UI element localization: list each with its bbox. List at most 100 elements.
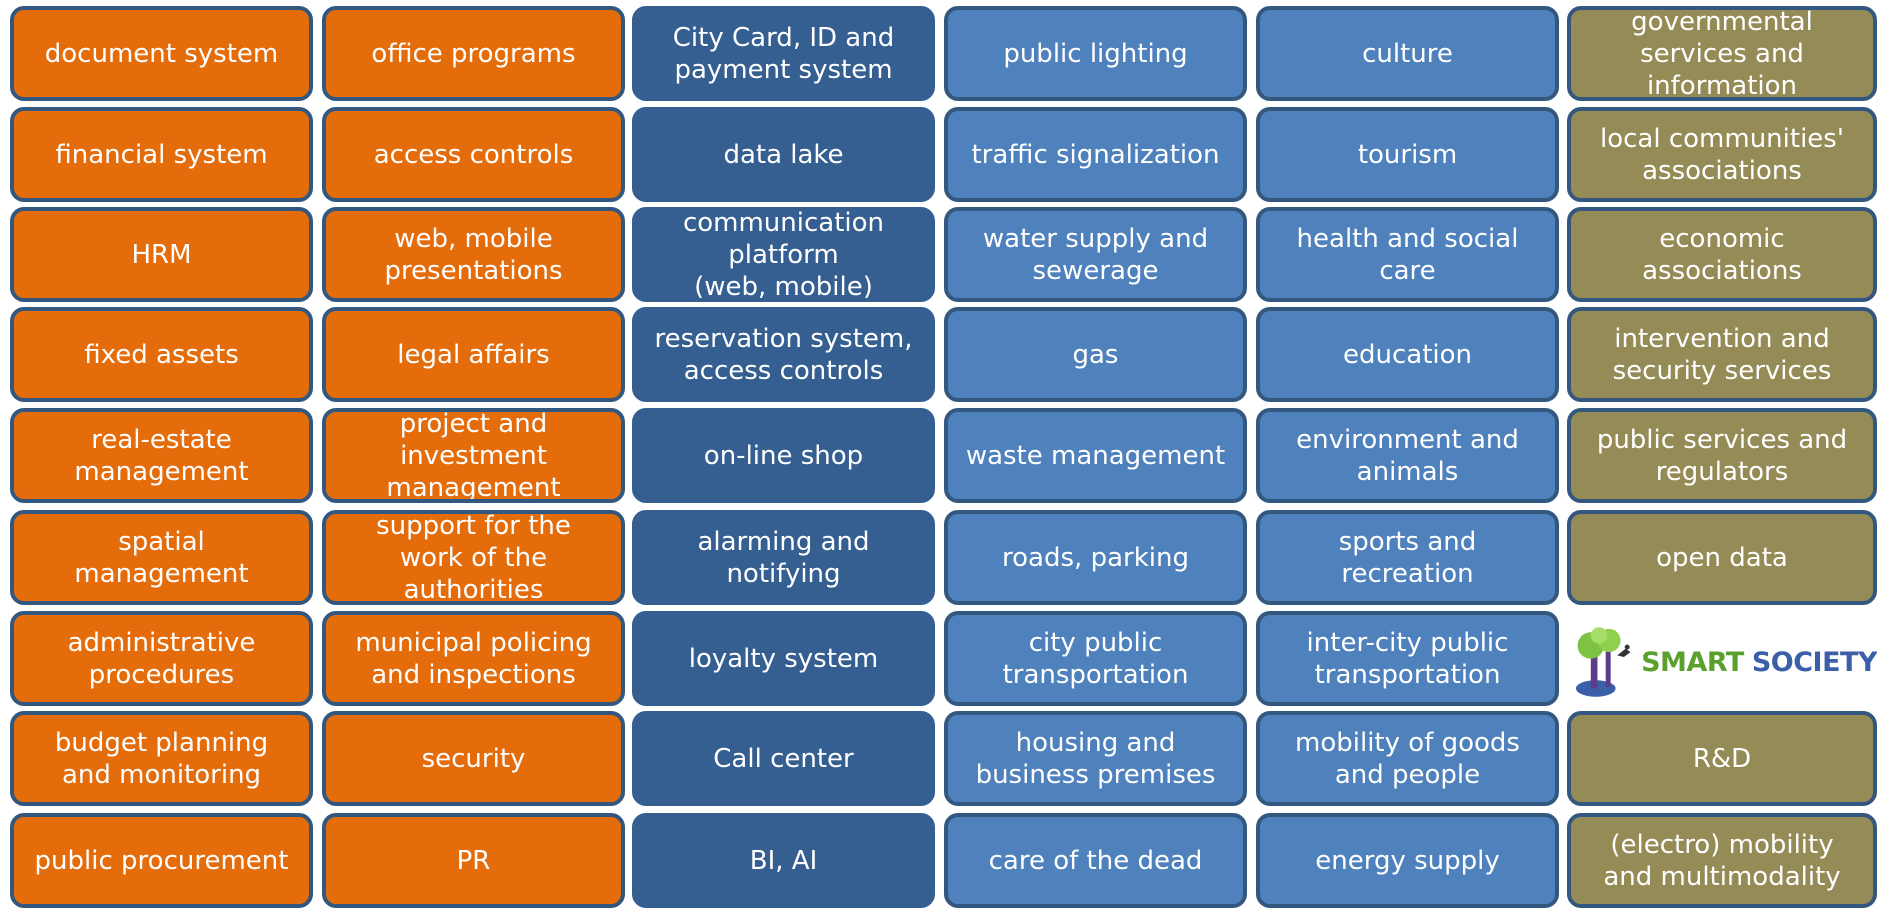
service-tile-loyalty-system: loyalty system	[632, 611, 935, 706]
service-tile-label: inter-city public transportation	[1306, 627, 1509, 690]
service-tile-r-d: R&D	[1567, 711, 1877, 806]
service-tile-label: education	[1342, 339, 1472, 370]
service-tile-label: public services and regulators	[1596, 424, 1848, 487]
service-tile-legal-affairs: legal affairs	[322, 307, 625, 402]
service-tile-economic-associations: economic associations	[1567, 207, 1877, 302]
service-tile-traffic-signalization: traffic signalization	[944, 107, 1247, 202]
service-tile-label: loyalty system	[688, 643, 879, 674]
smart-society-logo: SMART SOCIETY	[1566, 611, 1877, 713]
service-tile-label: BI, AI	[749, 845, 818, 876]
smart-society-tree-icon	[1575, 627, 1631, 697]
service-tile-document-system: document system	[10, 6, 313, 101]
service-tile-label: PR	[456, 845, 491, 876]
service-tile-label: HRM	[131, 239, 192, 270]
service-tile-label: legal affairs	[397, 339, 550, 370]
service-tile-label: access controls	[373, 139, 574, 170]
service-tile-label: intervention and security services	[1612, 323, 1832, 386]
service-tile-label: local communities' associations	[1600, 123, 1844, 186]
service-tile-label: R&D	[1692, 743, 1752, 774]
service-tile-label: data lake	[723, 139, 844, 170]
service-tile-office-programs: office programs	[322, 6, 625, 101]
service-tile-label: on-line shop	[703, 440, 864, 471]
service-tile-label: administrative procedures	[67, 627, 256, 690]
service-tile-housing-and-business-premises: housing and business premises	[944, 711, 1247, 806]
service-tile-alarming-and-notifying: alarming and notifying	[632, 510, 935, 605]
service-tile-budget-planning-and-monitoring: budget planning and monitoring	[10, 711, 313, 806]
service-tile-city-public-transportation: city public transportation	[944, 611, 1247, 706]
service-tile-label: security	[421, 743, 526, 774]
service-tile-electro-mobility-and-multimodality: (electro) mobility and multimodality	[1567, 813, 1877, 908]
service-tile-access-controls: access controls	[322, 107, 625, 202]
service-tile-label: municipal policing and inspections	[355, 627, 592, 690]
service-tile-label: real-estate management	[74, 424, 249, 487]
service-tile-label: city public transportation	[1002, 627, 1189, 690]
service-tile-label: waste management	[965, 440, 1226, 471]
service-tile-label: public procurement	[34, 845, 289, 876]
service-tile-bi-ai: BI, AI	[632, 813, 935, 908]
service-tile-label: sports and recreation	[1338, 526, 1477, 589]
service-tile-label: housing and business premises	[975, 727, 1216, 790]
service-tile-label: fixed assets	[84, 339, 239, 370]
service-tile-label: water supply and sewerage	[982, 223, 1209, 286]
service-tile-label: public lighting	[1003, 38, 1188, 69]
service-tile-communication-platform-web-mobile: communication platform (web, mobile)	[632, 207, 935, 302]
service-tile-label: roads, parking	[1002, 542, 1189, 573]
logo-word-smart: SMART	[1641, 646, 1744, 678]
service-tile-public-services-and-regulators: public services and regulators	[1567, 408, 1877, 503]
service-tile-on-line-shop: on-line shop	[632, 408, 935, 503]
service-tile-label: budget planning and monitoring	[54, 727, 269, 790]
service-tile-label: open data	[1656, 542, 1788, 573]
service-tile-label: spatial management	[74, 526, 249, 589]
service-tile-label: governmental services and information	[1631, 6, 1813, 101]
service-tile-sports-and-recreation: sports and recreation	[1256, 510, 1559, 605]
service-tile-label: care of the dead	[988, 845, 1203, 876]
service-tile-label: environment and animals	[1296, 424, 1519, 487]
service-tile-label: City Card, ID and payment system	[672, 22, 895, 85]
service-tile-label: project and investment management	[386, 408, 561, 503]
service-tile-real-estate-management: real-estate management	[10, 408, 313, 503]
service-tile-inter-city-public-transportation: inter-city public transportation	[1256, 611, 1559, 706]
service-tile-data-lake: data lake	[632, 107, 935, 202]
service-tile-project-and-investment-management: project and investment management	[322, 408, 625, 503]
service-tile-education: education	[1256, 307, 1559, 402]
service-tile-tourism: tourism	[1256, 107, 1559, 202]
service-tile-label: tourism	[1357, 139, 1458, 170]
service-tile-reservation-system-access-controls: reservation system, access controls	[632, 307, 935, 402]
service-tile-pr: PR	[322, 813, 625, 908]
service-tile-open-data: open data	[1567, 510, 1877, 605]
service-tile-label: alarming and notifying	[697, 526, 870, 589]
service-tile-financial-system: financial system	[10, 107, 313, 202]
service-tile-label: communication platform (web, mobile)	[682, 207, 885, 302]
service-tile-care-of-the-dead: care of the dead	[944, 813, 1247, 908]
service-tile-label: financial system	[55, 139, 268, 170]
service-tile-label: office programs	[371, 38, 576, 69]
service-tile-web-mobile-presentations: web, mobile presentations	[322, 207, 625, 302]
service-tile-public-procurement: public procurement	[10, 813, 313, 908]
service-tile-gas: gas	[944, 307, 1247, 402]
service-tile-water-supply-and-sewerage: water supply and sewerage	[944, 207, 1247, 302]
service-tile-security: security	[322, 711, 625, 806]
service-tile-fixed-assets: fixed assets	[10, 307, 313, 402]
service-tile-support-for-the-work-of-the-authorities: support for the work of the authorities	[322, 510, 625, 605]
service-tile-label: document system	[44, 38, 279, 69]
logo-word-society: SOCIETY	[1751, 646, 1877, 678]
service-tile-public-lighting: public lighting	[944, 6, 1247, 101]
service-tile-label: gas	[1072, 339, 1119, 370]
service-tile-label: traffic signalization	[971, 139, 1220, 170]
service-tile-label: web, mobile presentations	[384, 223, 563, 286]
service-tile-label: culture	[1362, 38, 1453, 69]
service-tile-roads-parking: roads, parking	[944, 510, 1247, 605]
service-tile-health-and-social-care: health and social care	[1256, 207, 1559, 302]
service-tile-governmental-services-and-information: governmental services and information	[1567, 6, 1877, 101]
service-tile-label: energy supply	[1315, 845, 1500, 876]
service-tile-call-center: Call center	[632, 711, 935, 806]
service-tile-local-communities-associations: local communities' associations	[1567, 107, 1877, 202]
service-tile-label: (electro) mobility and multimodality	[1603, 829, 1841, 892]
service-tile-municipal-policing-and-inspections: municipal policing and inspections	[322, 611, 625, 706]
service-tile-intervention-and-security-services: intervention and security services	[1567, 307, 1877, 402]
service-tile-waste-management: waste management	[944, 408, 1247, 503]
service-tile-label: health and social care	[1296, 223, 1519, 286]
service-tile-environment-and-animals: environment and animals	[1256, 408, 1559, 503]
service-tile-label: mobility of goods and people	[1295, 727, 1520, 790]
service-tile-administrative-procedures: administrative procedures	[10, 611, 313, 706]
